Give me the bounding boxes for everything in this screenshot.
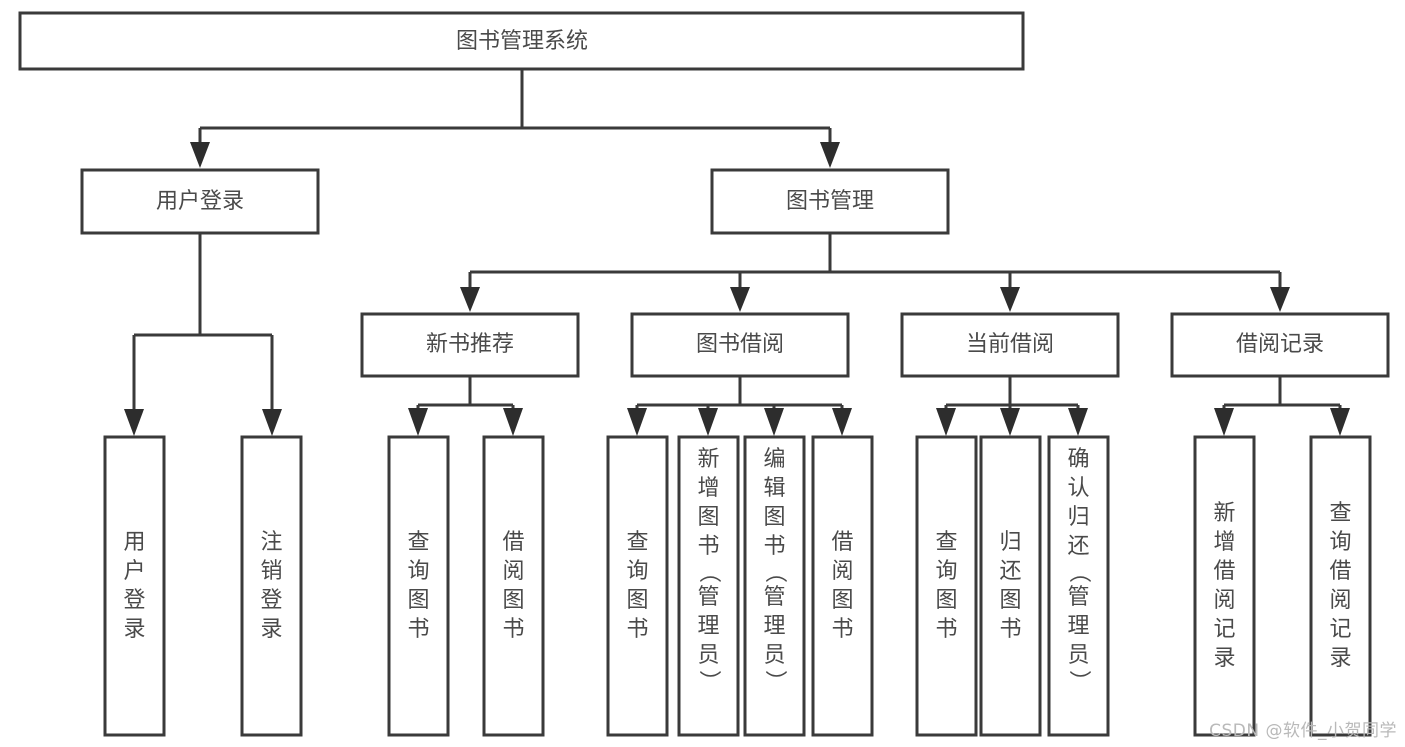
arrow-head-leaf-borrow-book-2 [832, 408, 852, 436]
node-box-leaf-return-book[interactable] [979, 435, 1042, 737]
node-box-book-borrow[interactable] [630, 312, 850, 378]
node-box-leaf-confirm-return-admin[interactable] [1047, 435, 1110, 737]
connector-group-new-book-rec [408, 376, 523, 436]
node-label-book-manage: 图书管理 [786, 189, 874, 214]
node-box-leaf-query-book-3[interactable] [915, 435, 978, 737]
connector-group-book-borrow [627, 376, 852, 436]
node-box-leaf-edit-book-admin[interactable] [743, 435, 806, 737]
arrow-head-borrow-record [1270, 287, 1290, 312]
arrow-head-leaf-query-book-3 [936, 408, 956, 436]
arrow-head-leaf-edit-book-admin [764, 408, 784, 436]
node-box-root[interactable] [18, 11, 1025, 71]
node-box-book-manage[interactable] [710, 168, 950, 235]
arrow-head-leaf-query-borrow-record [1330, 408, 1350, 436]
arrow-head-book-manage [820, 142, 840, 168]
node-label-borrow-record: 借阅记录 [1236, 332, 1324, 357]
csdn-watermark: CSDN @软件_小贺同学 [1209, 721, 1397, 741]
arrow-head-leaf-confirm-return-admin [1068, 408, 1088, 436]
connector-group-borrow-record [1214, 376, 1350, 436]
node-box-leaf-add-book-admin[interactable] [677, 435, 740, 737]
node-box-user-login[interactable] [80, 168, 320, 235]
node-box-new-book-rec[interactable] [360, 312, 580, 378]
arrow-head-leaf-borrow-book-1 [503, 408, 523, 436]
node-box-borrow-record[interactable] [1170, 312, 1390, 378]
node-label-new-book-rec: 新书推荐 [426, 332, 514, 357]
node-box-leaf-logout[interactable] [240, 435, 303, 737]
connector-group-user-login [124, 233, 282, 436]
node-box-leaf-add-borrow-record[interactable] [1193, 435, 1256, 737]
arrow-head-leaf-query-book-1 [408, 408, 428, 436]
node-box-leaf-borrow-book-1[interactable] [482, 435, 545, 737]
arrow-head-new-book-rec [460, 287, 480, 312]
arrow-head-leaf-add-book-admin [698, 408, 718, 436]
arrow-head-leaf-add-borrow-record [1214, 408, 1234, 436]
arrow-head-leaf-logout [262, 409, 282, 436]
node-label-current-borrow: 当前借阅 [966, 332, 1054, 357]
node-box-current-borrow[interactable] [900, 312, 1120, 378]
arrow-head-book-borrow [730, 287, 750, 312]
arrow-head-leaf-return-book [1000, 408, 1020, 436]
connector-group-current-borrow [936, 376, 1088, 436]
node-box-leaf-query-borrow-record[interactable] [1309, 435, 1372, 737]
node-box-leaf-query-book-2[interactable] [606, 435, 669, 737]
node-label-book-borrow: 图书借阅 [696, 332, 784, 357]
node-box-leaf-user-login[interactable] [103, 435, 166, 737]
connector-group-root [190, 70, 840, 168]
node-label-root: 图书管理系统 [456, 29, 588, 54]
arrow-head-leaf-user-login [124, 409, 144, 436]
arrow-head-current-borrow [1000, 287, 1020, 312]
node-label-user-login: 用户登录 [156, 189, 244, 214]
arrow-head-user-login [190, 142, 210, 168]
node-box-leaf-query-book-1[interactable] [387, 435, 450, 737]
node-box-leaf-borrow-book-2[interactable] [811, 435, 874, 737]
arrow-head-leaf-query-book-2 [627, 408, 647, 436]
connector-group-book-manage [460, 233, 1290, 312]
